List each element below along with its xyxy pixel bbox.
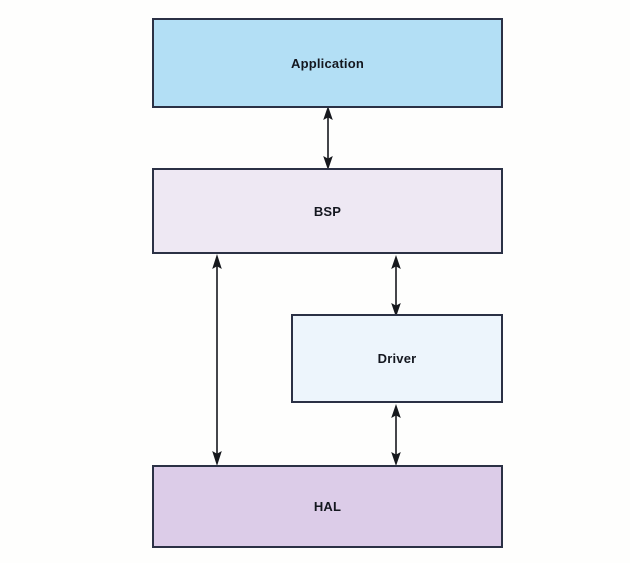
- node-bsp-label: BSP: [313, 203, 342, 219]
- edge-application-bsp[interactable]: [310, 100, 346, 176]
- node-application-label: Application: [291, 55, 364, 71]
- node-driver[interactable]: Driver: [291, 314, 503, 403]
- edge-driver-hal[interactable]: [378, 397, 414, 472]
- node-bsp[interactable]: BSP: [152, 168, 503, 254]
- node-driver-label: Driver: [377, 351, 417, 366]
- arrowhead-down-icon: [391, 303, 401, 317]
- arrowhead-down-icon: [212, 451, 222, 466]
- arrowhead-up-icon: [323, 106, 333, 120]
- arrowhead-down-icon: [323, 156, 333, 170]
- arrowhead-up-icon: [391, 255, 401, 269]
- edge-bsp-driver[interactable]: [378, 249, 414, 323]
- arrowhead-up-icon: [391, 404, 401, 418]
- edge-bsp-hal[interactable]: [199, 248, 235, 472]
- node-hal[interactable]: HAL: [152, 465, 503, 548]
- node-application[interactable]: Application: [152, 18, 503, 108]
- arrowhead-down-icon: [391, 452, 401, 466]
- node-hal-label: HAL: [313, 499, 342, 514]
- arrowhead-up-icon: [212, 254, 222, 269]
